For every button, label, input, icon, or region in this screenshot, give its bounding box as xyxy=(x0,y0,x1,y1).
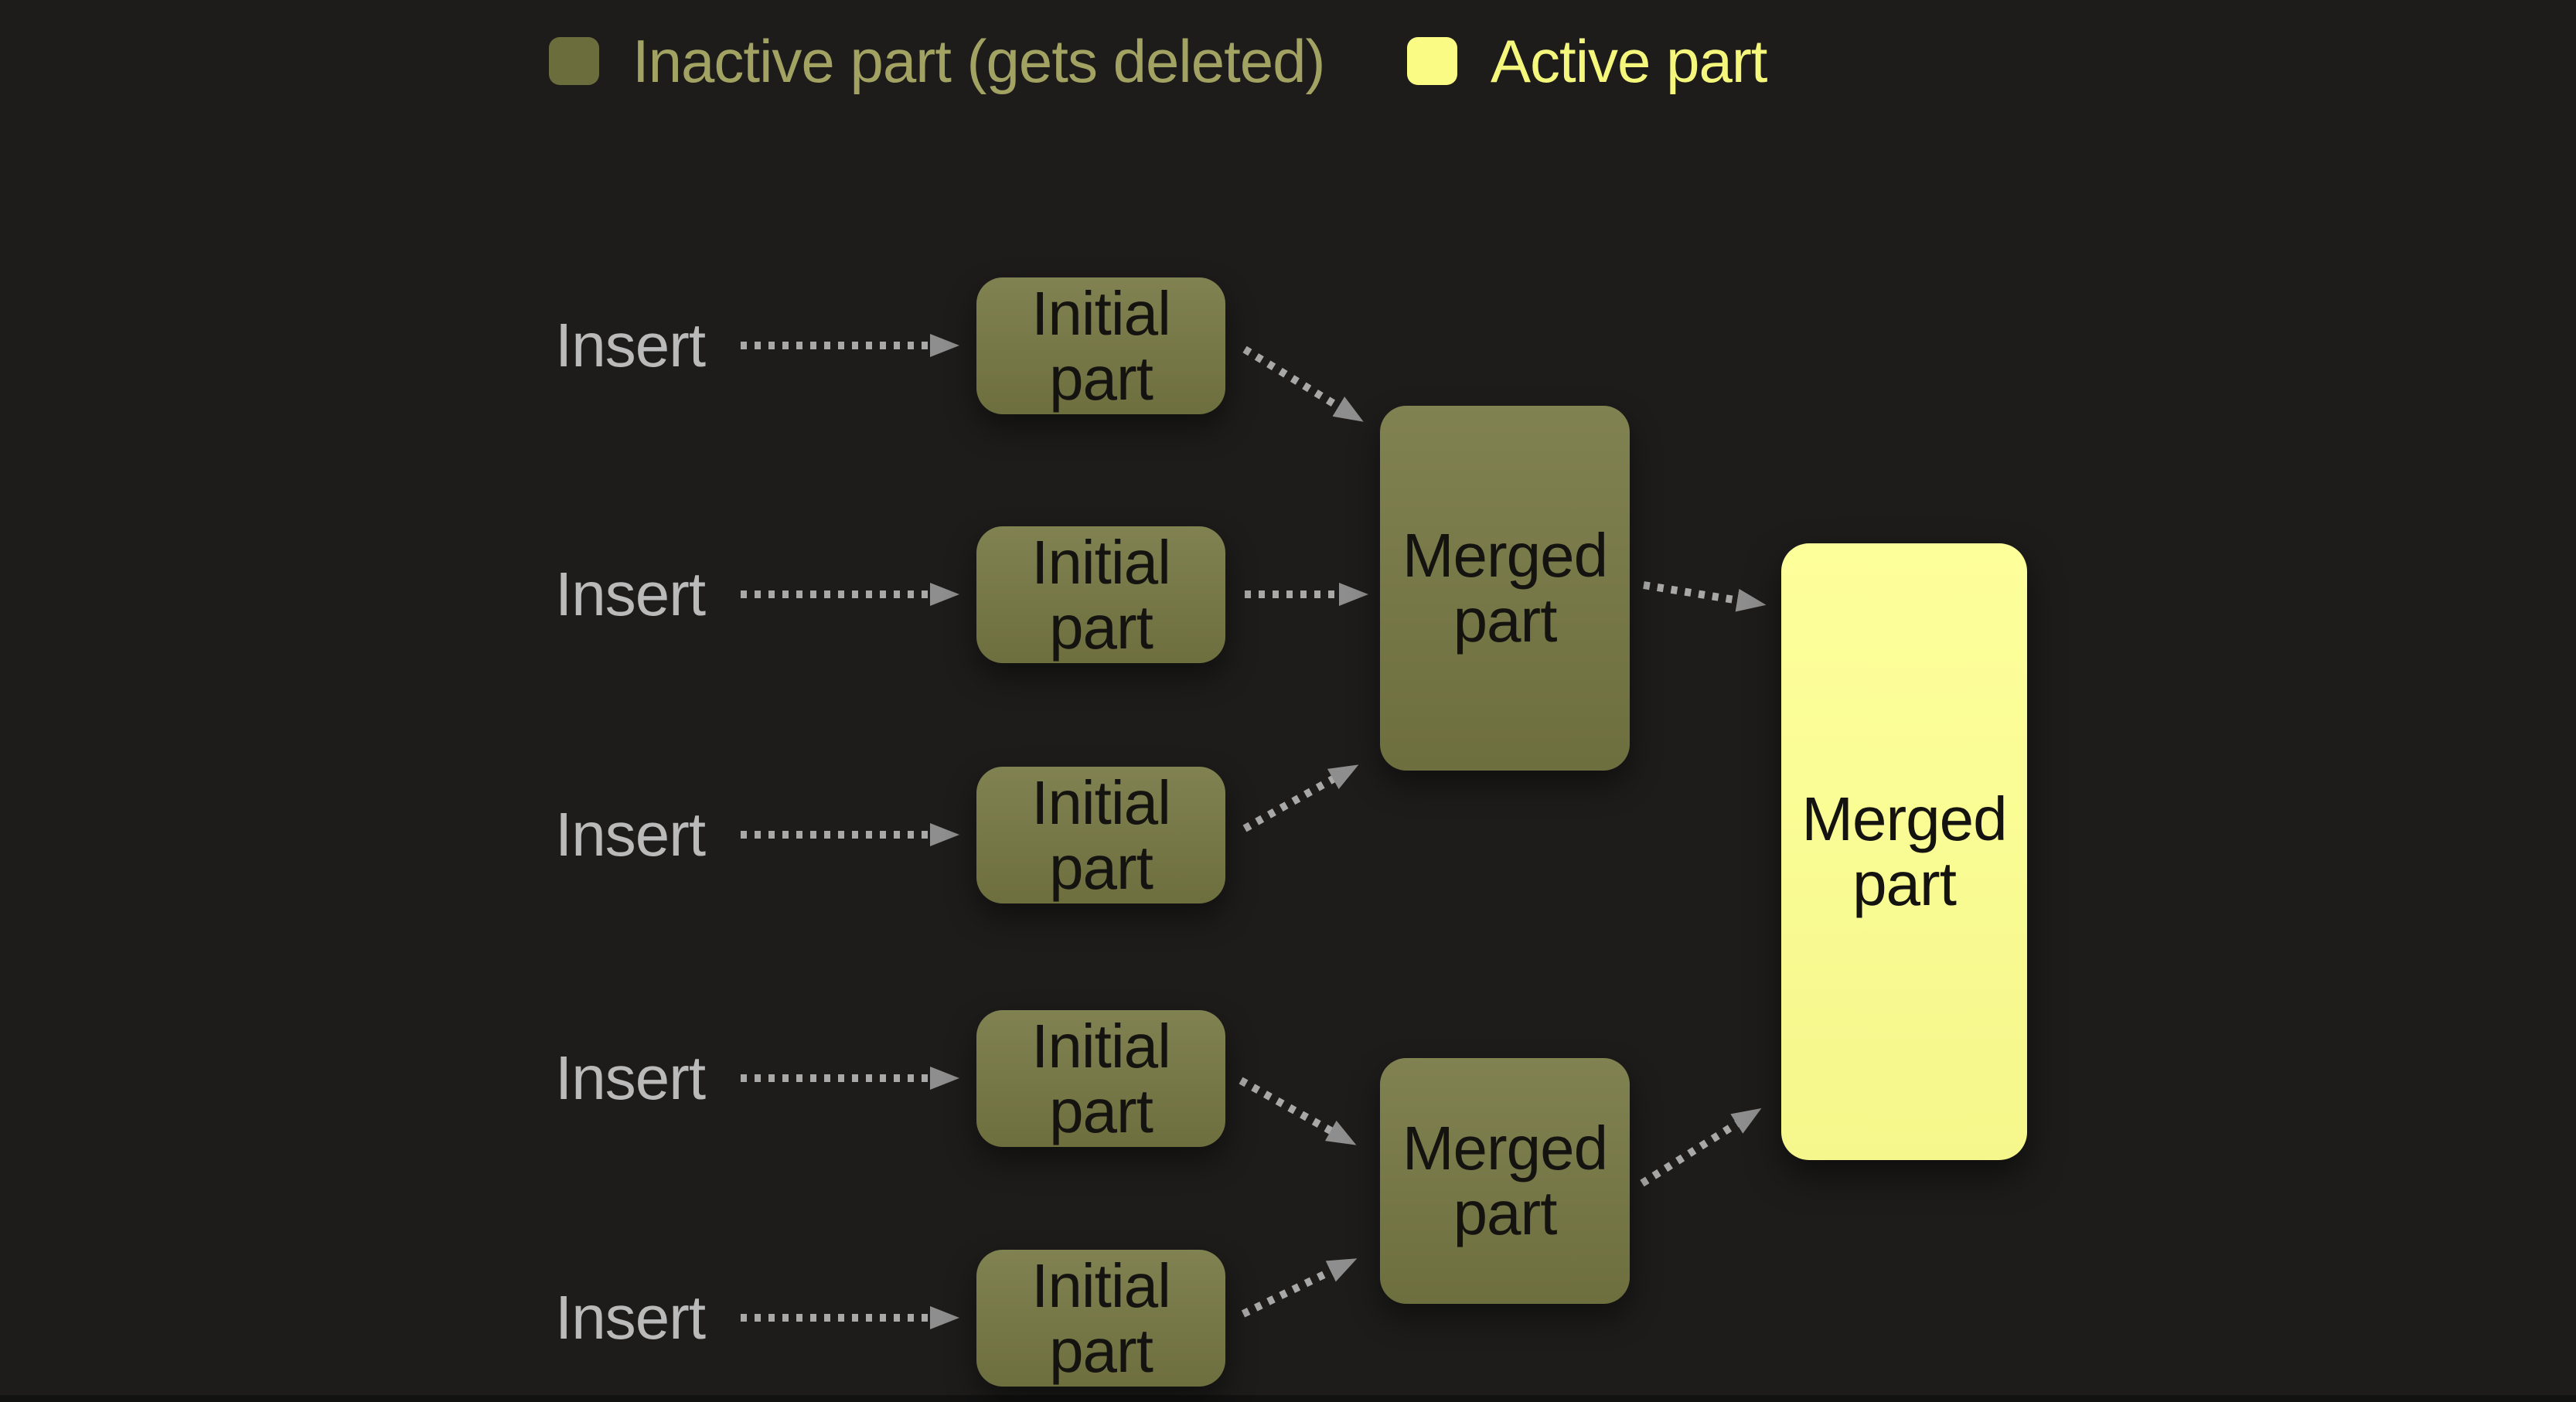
insert-label-2: Insert xyxy=(555,560,706,628)
merged-part-node-final: Merged part xyxy=(1781,543,2027,1160)
screen-bottom-edge xyxy=(0,1395,2576,1402)
inactive-swatch-icon xyxy=(549,37,599,85)
merged-part-node-upper: Merged part xyxy=(1380,406,1630,771)
arrow-merged1-final xyxy=(1643,581,1767,612)
active-swatch-icon xyxy=(1407,37,1457,85)
initial-part-node-3: Initial part xyxy=(976,767,1225,903)
legend-item-inactive: Inactive part (gets deleted) xyxy=(549,27,1326,95)
initial-part-node-4: Initial part xyxy=(976,1010,1225,1147)
arrow-initial1-merged1 xyxy=(1242,345,1364,422)
arrow-initial3-merged1 xyxy=(1242,764,1359,832)
initial-part-node-1: Initial part xyxy=(976,277,1225,414)
legend-item-active: Active part xyxy=(1407,28,1767,94)
merged-part-node-lower: Merged part xyxy=(1380,1058,1630,1304)
legend-label-inactive: Inactive part (gets deleted) xyxy=(632,27,1326,95)
arrow-initial5-merged2 xyxy=(1241,1258,1358,1318)
insert-label-3: Insert xyxy=(555,800,706,869)
arrow-initial4-merged2 xyxy=(1239,1077,1357,1145)
initial-part-node-2: Initial part xyxy=(976,526,1225,663)
insert-label-5: Insert xyxy=(555,1283,706,1352)
insert-label-1: Insert xyxy=(555,311,706,379)
legend-label-active: Active part xyxy=(1491,27,1767,95)
insert-label-4: Insert xyxy=(555,1043,706,1112)
initial-part-node-5: Initial part xyxy=(976,1250,1225,1387)
arrow-merged2-final xyxy=(1640,1108,1762,1187)
